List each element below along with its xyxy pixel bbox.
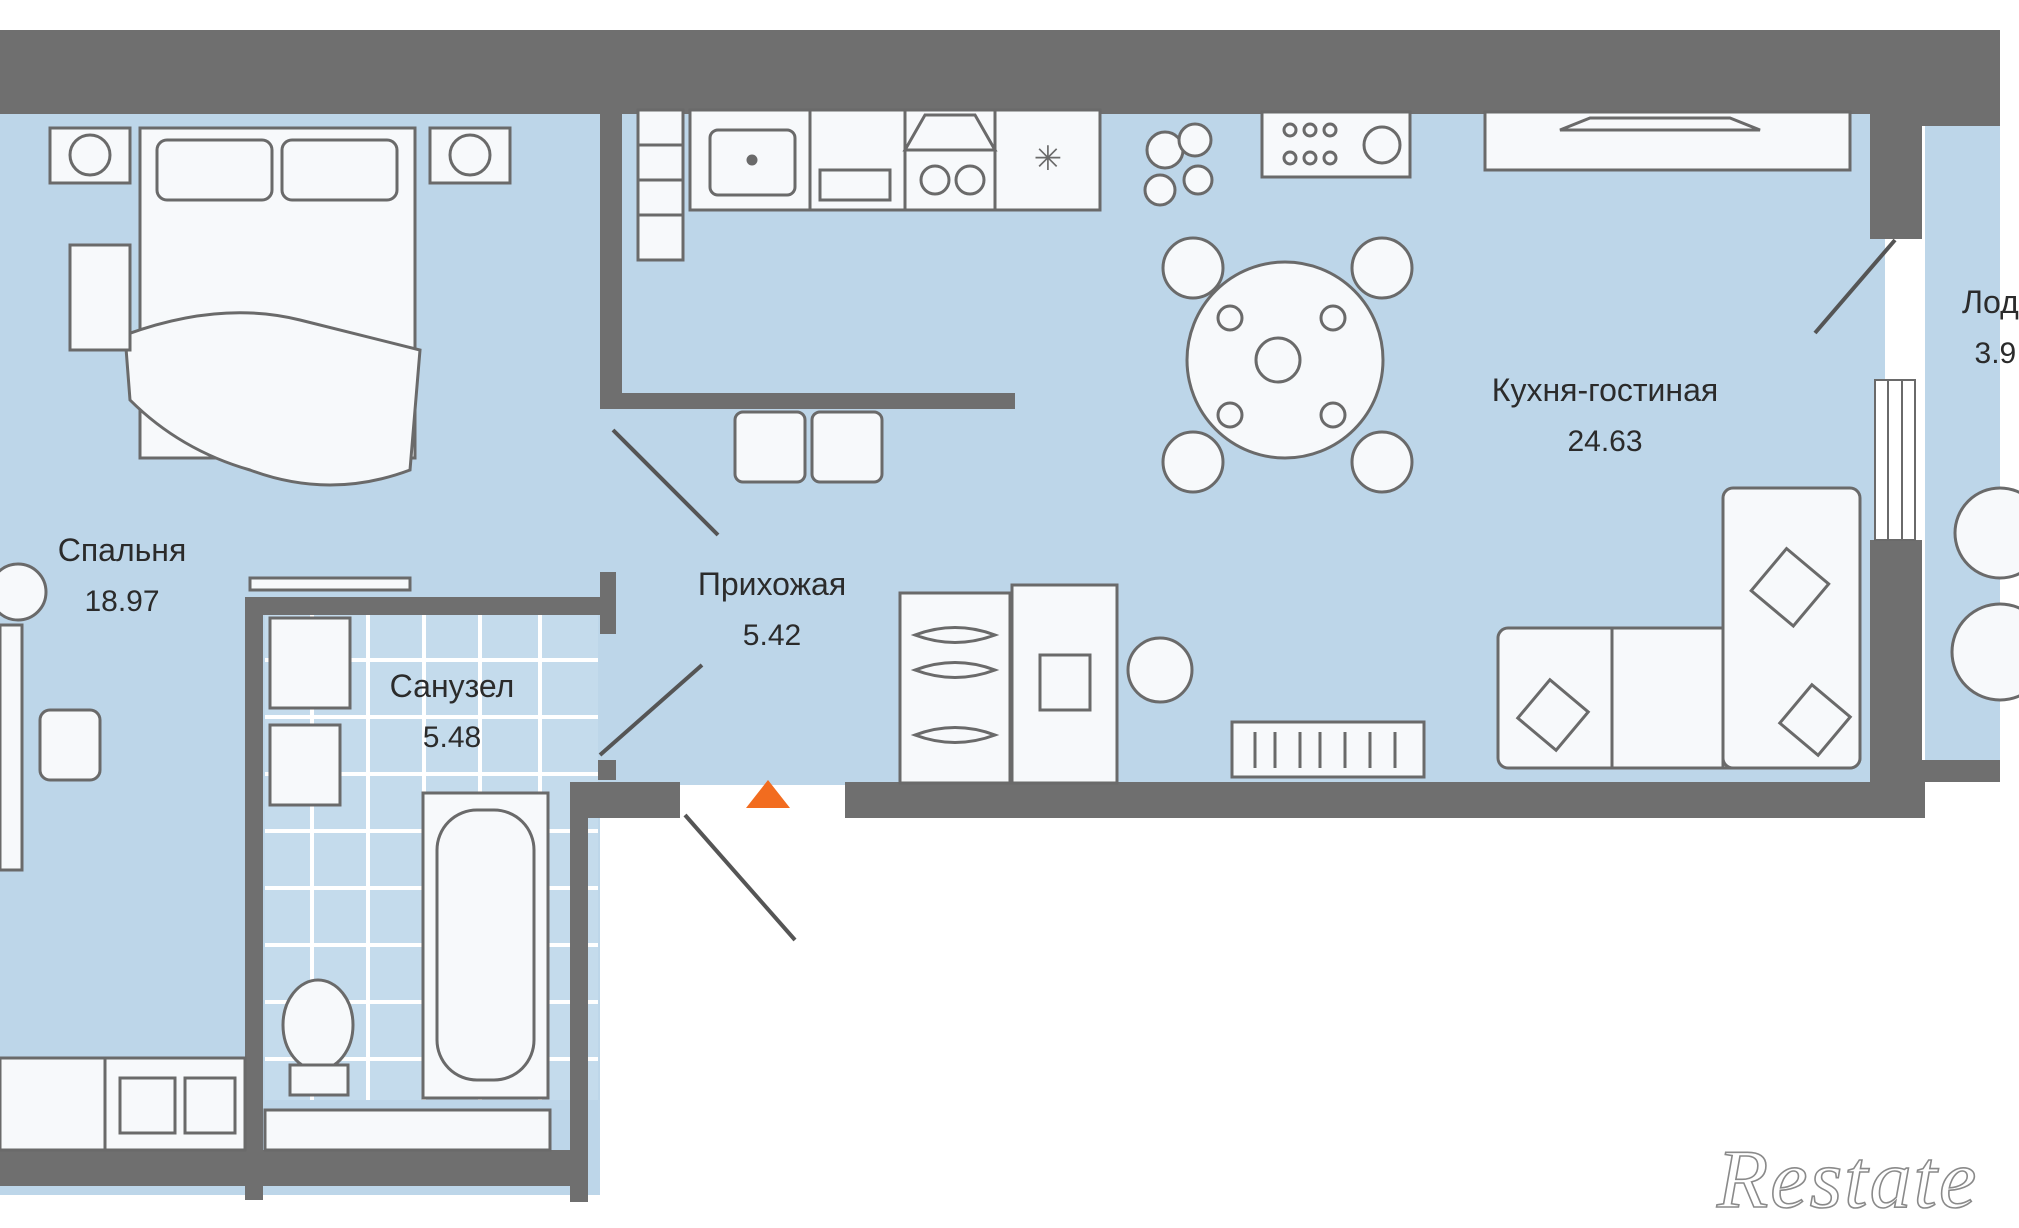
- room-area: 5.48: [422, 720, 482, 754]
- bathroom-door: [598, 663, 704, 757]
- walls: [0, 30, 2000, 1202]
- room-name: Кухня-гостиная: [1491, 372, 1719, 408]
- hallway-wardrobe: [898, 591, 1012, 785]
- room-label-loggia: Лод 3.9: [1962, 284, 2019, 371]
- loggia-bottom-wall: [1920, 760, 2000, 782]
- doors: [598, 238, 1897, 942]
- loggia-chairs: [1950, 486, 2019, 702]
- bath-cabinet: [263, 1108, 552, 1152]
- corridor-wall-horizontal: [600, 393, 1015, 409]
- washbasin: [268, 723, 342, 807]
- range-hood: [902, 113, 998, 152]
- room-name: Спальня: [57, 532, 187, 568]
- room-label-hallway: Прихожая 5.42: [698, 566, 846, 653]
- room-name: Прихожая: [697, 566, 847, 602]
- bath-top-wall: [245, 597, 615, 615]
- media-console: [1260, 110, 1412, 179]
- room-area: 24.63: [1567, 424, 1643, 458]
- corridor-shelves: [636, 108, 685, 262]
- kitchen-counter: ✳: [688, 108, 1102, 212]
- room-label-bedroom: Спальня 18.97: [58, 532, 187, 619]
- burner: [954, 164, 986, 196]
- dish-rack: [818, 168, 892, 202]
- loggia-right-wall: [1920, 114, 2000, 126]
- bed: [123, 126, 422, 487]
- bedroom-shelf: [248, 576, 412, 592]
- burner: [919, 164, 951, 196]
- bath-stub-wall: [600, 572, 616, 634]
- washing-machine: [268, 616, 352, 710]
- corridor-wall-vertical: [600, 110, 622, 402]
- nightstands: [48, 126, 512, 352]
- sofa: [1496, 486, 1862, 770]
- room-label-kitchen: Кухня-гостиная 24.63: [1492, 372, 1718, 459]
- entrance-door: [683, 813, 797, 942]
- room-name: Лод: [1962, 284, 2019, 320]
- bedroom-door: [611, 428, 720, 537]
- svg-text:✳: ✳: [1034, 140, 1063, 178]
- room-label-bathroom: Санузел 5.48: [390, 668, 515, 755]
- kitchen-loggia-wall-upper: [1870, 114, 1922, 239]
- bathroom-fixtures: [263, 616, 552, 1152]
- bedroom-desk: [0, 623, 102, 872]
- dining-set: [1161, 236, 1414, 494]
- watermark: Restate: [1682, 1093, 2000, 1227]
- tv-stand: [1483, 110, 1852, 172]
- toilet: [281, 978, 355, 1072]
- room-name: Санузел: [389, 668, 515, 704]
- lamp-icon: [0, 562, 48, 622]
- room-area: 18.97: [84, 584, 160, 618]
- bath-right-wall-lower: [598, 760, 616, 780]
- outer-right-wall-bath: [570, 782, 588, 1202]
- kitchen-loggia-wall-lower: [1870, 540, 1922, 785]
- bedroom-bath-wall: [245, 600, 263, 1200]
- bottom-wall-left: [0, 1150, 588, 1186]
- bottom-wall-right: [845, 782, 1925, 818]
- watermark-text: Restate: [1716, 1132, 1979, 1227]
- hallway-poufs: [733, 410, 884, 484]
- top-wall: [0, 30, 2000, 114]
- room-area: 5.42: [742, 618, 802, 652]
- plant-icon: [1143, 122, 1214, 207]
- bookshelf: [1230, 720, 1426, 779]
- bedroom-wardrobe: [0, 1056, 247, 1152]
- loggia-door: [1813, 238, 1897, 335]
- room-area: 3.9: [1974, 336, 2017, 370]
- entrance-marker-icon: [746, 780, 790, 808]
- outer-step-wall: [570, 782, 680, 818]
- windows: [1874, 379, 1916, 541]
- desk: [1010, 583, 1194, 785]
